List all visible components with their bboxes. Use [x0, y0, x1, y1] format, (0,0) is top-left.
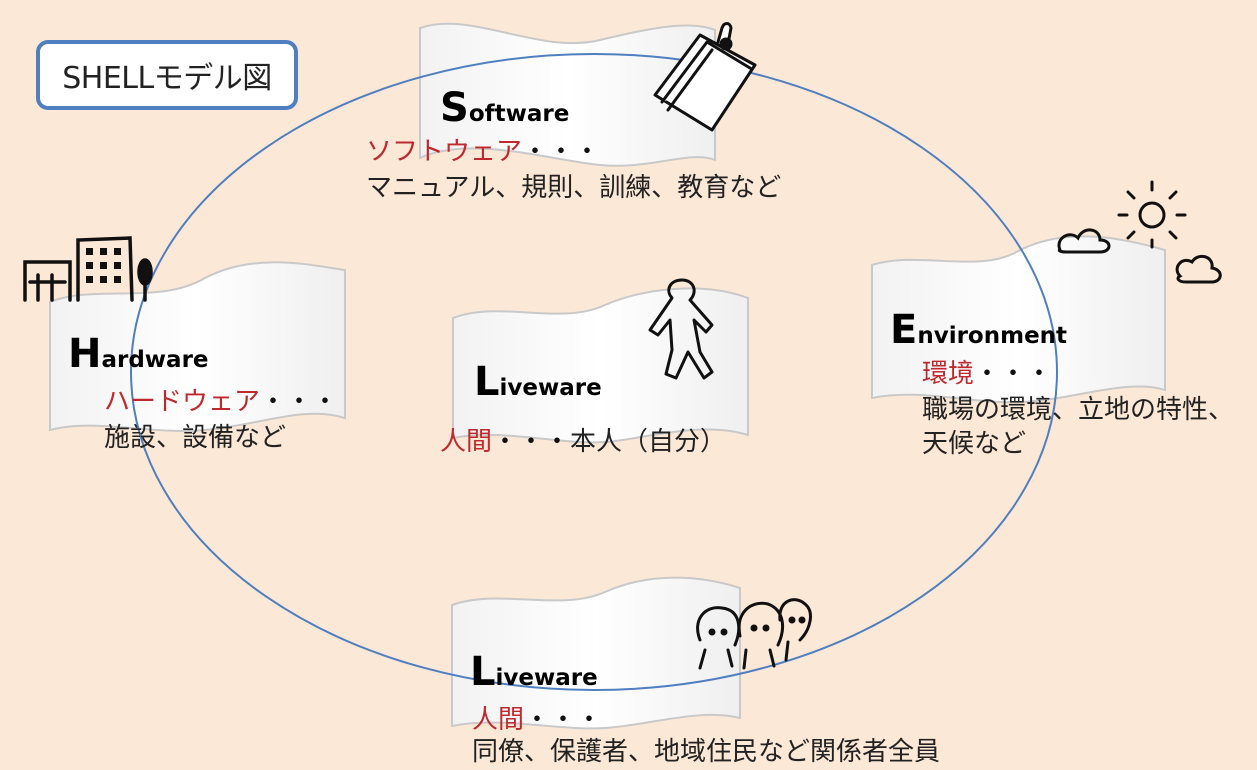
liveware-bottom-jp-label: 人間 — [472, 705, 525, 735]
software-heading-cap: S — [440, 85, 469, 131]
liveware-center-line: 人間・・・本人（自分） — [440, 426, 726, 459]
software-description: マニュアル、規則、訓練、教育など — [366, 173, 782, 203]
liveware-center-heading-cap: L — [474, 359, 500, 405]
liveware-center-jp-label: 人間 — [440, 427, 493, 457]
liveware-center-heading: Liveware — [474, 362, 602, 402]
software-scroll — [419, 22, 716, 167]
liveware-bottom-heading-cap: L — [470, 649, 496, 695]
liveware-bottom-dots: ・・・ — [524, 705, 603, 735]
person-icon — [648, 278, 714, 380]
liveware-center-heading-rest: iveware — [499, 375, 602, 401]
environment-description-1: 職場の環境、立地の特性、 — [922, 395, 1235, 425]
weather-icon — [1057, 180, 1222, 284]
hardware-heading: Hardware — [68, 334, 209, 374]
environment-jp-line: 環境・・・ — [922, 358, 1052, 391]
hardware-description: 施設、設備など — [104, 423, 287, 453]
notepad-icon — [653, 22, 757, 132]
liveware-bottom-heading-rest: iveware — [495, 665, 598, 691]
hardware-heading-cap: H — [68, 331, 102, 377]
hardware-dots: ・・・ — [260, 387, 339, 417]
environment-description-2: 天候など — [922, 429, 1027, 459]
environment-heading-rest: nvironment — [917, 323, 1068, 349]
liveware-bottom-heading: Liveware — [470, 652, 598, 692]
environment-jp-label: 環境 — [922, 359, 975, 389]
software-heading: Software — [440, 88, 569, 128]
environment-heading: Environment — [890, 310, 1067, 350]
software-heading-rest: oftware — [468, 101, 570, 127]
hardware-jp-label: ハードウェア — [104, 387, 261, 417]
environment-dots: ・・・ — [974, 359, 1053, 389]
liveware-center-scroll — [452, 287, 749, 444]
environment-heading-cap: E — [890, 307, 918, 353]
environment-scroll — [871, 235, 1166, 404]
hardware-jp-line: ハードウェア・・・ — [104, 386, 338, 419]
software-jp-line: ソフトウェア・・・ — [366, 136, 600, 169]
diagram-title: SHELLモデル図 — [36, 40, 298, 110]
liveware-center-description: 本人（自分） — [570, 427, 727, 457]
software-jp-label: ソフトウェア — [366, 137, 523, 167]
hardware-scroll — [49, 261, 346, 432]
software-dots: ・・・ — [522, 137, 601, 167]
shell-ellipse — [130, 53, 1058, 691]
liveware-bottom-jp-line: 人間・・・ — [472, 704, 602, 737]
liveware-bottom-description: 同僚、保護者、地域住民など関係者全員 — [472, 737, 941, 767]
liveware-center-dots: ・・・ — [492, 427, 571, 457]
building-icon — [23, 236, 153, 302]
liveware-bottom-scroll — [451, 576, 741, 730]
people-group-icon — [696, 598, 812, 670]
hardware-heading-rest: ardware — [101, 347, 209, 373]
